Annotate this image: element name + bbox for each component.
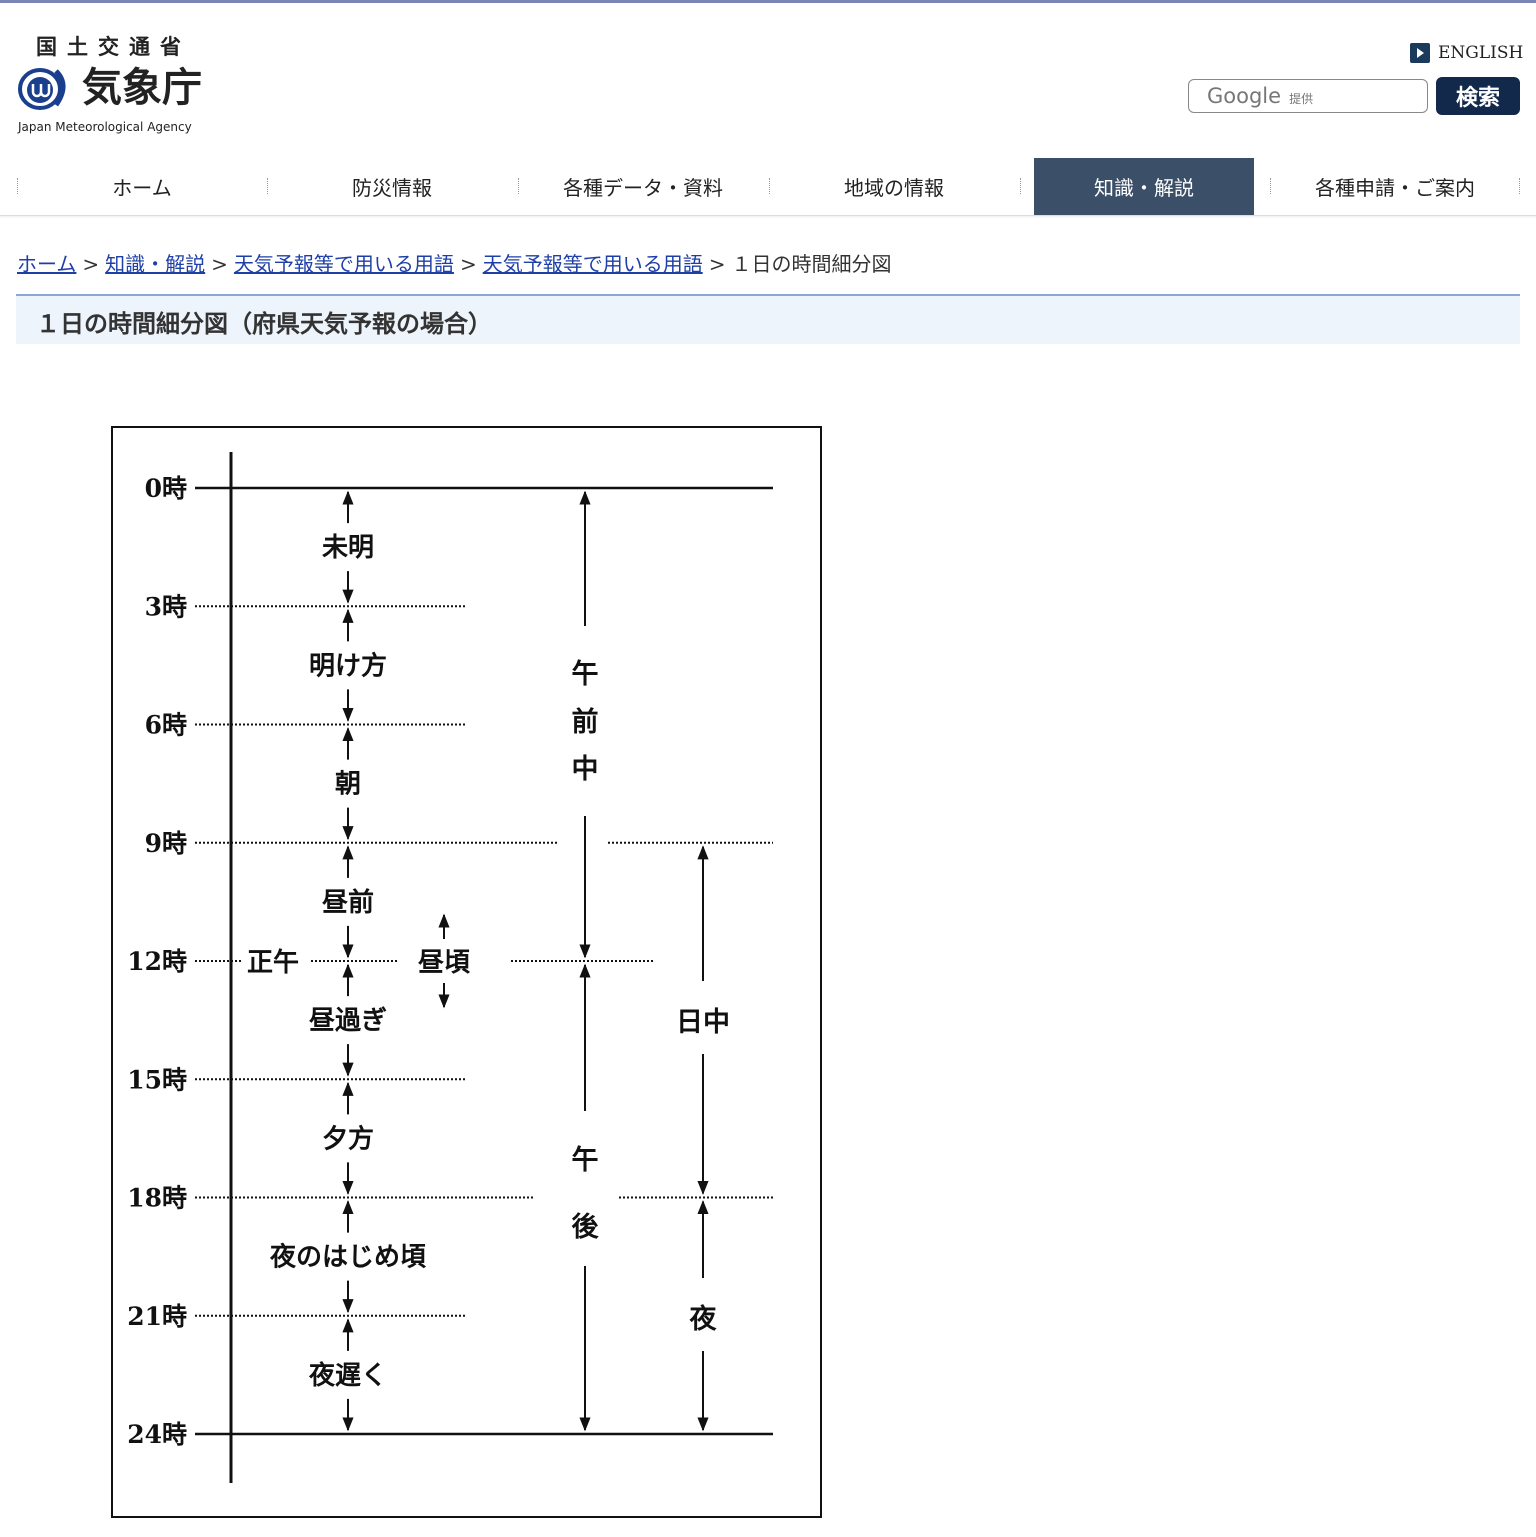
period-label: 昼前 (322, 887, 374, 918)
daytime-label: 日中 (676, 1007, 730, 1038)
diagram-svg: 0時 3時 6時 9時 12時 15時 18時 21時 24時 未明明け方朝昼前昼過ぎ夕方夜のはじ… (111, 426, 822, 1518)
site-header: 国土交通省 気象庁 Japan Meteorological Agency EN… (0, 3, 1536, 155)
title-bar: １日の時間細分図（府県天気予報の場合） (16, 294, 1520, 344)
breadcrumb-separator: > (459, 252, 477, 276)
breadcrumb-link-terms-2[interactable]: 天気予報等で用いる用語 (482, 252, 703, 276)
breadcrumb-separator: > (211, 252, 228, 276)
hour-label: 21時 (127, 1302, 187, 1331)
global-nav: ホーム 防災情報 各種データ・資料 地域の情報 知識・解説 各種申請・ご案内 (0, 158, 1536, 216)
noon-label: 正午 (247, 947, 299, 978)
breadcrumb-separator: > (708, 252, 726, 276)
search-button[interactable]: 検索 (1436, 77, 1520, 115)
am-label-char: 午 (572, 658, 599, 690)
breadcrumb-link-terms[interactable]: 天気予報等で用いる用語 (233, 252, 454, 276)
search-google-label: Google (1207, 84, 1282, 108)
breadcrumb-link-home[interactable]: ホーム (17, 252, 77, 276)
hour-label: 3時 (145, 592, 187, 621)
period-label: 夜遅く (308, 1360, 387, 1391)
breadcrumb: ホーム>知識・解説>天気予報等で用いる用語>天気予報等で用いる用語>１日の時間細… (17, 248, 891, 277)
breadcrumb-current: １日の時間細分図 (731, 252, 892, 276)
hour-label: 6時 (145, 711, 187, 740)
jma-emblem-icon (18, 68, 66, 110)
english-link-label: ENGLISH (1438, 43, 1524, 63)
play-arrow-icon (1410, 43, 1430, 63)
pm-label-char: 午 (572, 1144, 599, 1176)
around-noon-label: 昼頃 (418, 948, 471, 978)
agency-name-english: Japan Meteorological Agency (18, 120, 192, 134)
nav-separator (1519, 178, 1520, 194)
period-label: 明け方 (309, 650, 387, 681)
hour-label: 9時 (145, 829, 187, 858)
hour-label: 12時 (127, 947, 187, 976)
nav-separator (518, 178, 519, 194)
hour-label: 15時 (127, 1065, 187, 1094)
nav-item-disaster-info[interactable]: 防災情報 (352, 176, 432, 200)
breadcrumb-link-knowledge[interactable]: 知識・解説 (105, 252, 206, 276)
nav-item-home[interactable]: ホーム (112, 176, 172, 200)
nav-item-regional-info[interactable]: 地域の情報 (844, 176, 944, 200)
ministry-name: 国土交通省 (36, 35, 191, 59)
hour-label: 18時 (127, 1184, 187, 1213)
night-label: 夜 (689, 1303, 718, 1335)
nav-separator (17, 178, 18, 194)
site-logo[interactable]: 国土交通省 気象庁 Japan Meteorological Agency (16, 31, 216, 141)
nav-separator (1020, 178, 1021, 194)
period-label: 朝 (335, 769, 361, 800)
english-link[interactable]: ENGLISH (1410, 43, 1523, 63)
nav-separator (1270, 178, 1271, 194)
hour-label: 24時 (127, 1420, 187, 1449)
top-accent-bar (0, 0, 1536, 3)
nav-item-applications[interactable]: 各種申請・ご案内 (1315, 176, 1475, 200)
nav-separator (769, 178, 770, 194)
nav-item-knowledge[interactable]: 知識・解説 (1034, 158, 1254, 215)
search-provided-label: 提供 (1289, 91, 1314, 106)
search-input[interactable]: Google 提供 (1188, 79, 1428, 113)
period-label: 未明 (322, 533, 374, 563)
nav-separator (267, 178, 268, 194)
am-label-char: 前 (572, 706, 599, 738)
agency-name: 気象庁 (82, 65, 202, 111)
pm-label-char: 後 (572, 1212, 600, 1243)
period-label: 夕方 (322, 1123, 374, 1154)
period-label: 昼過ぎ (309, 1006, 387, 1036)
period-label: 夜のはじめ頃 (269, 1242, 427, 1273)
breadcrumb-separator: > (82, 252, 100, 276)
am-label-char: 中 (572, 754, 599, 785)
hour-label: 0時 (145, 474, 187, 503)
time-division-diagram: 0時 3時 6時 9時 12時 15時 18時 21時 24時 未明明け方朝昼前昼過ぎ夕方夜のはじ… (111, 426, 822, 1518)
page-title: １日の時間細分図（府県天気予報の場合） (36, 309, 492, 338)
nav-item-data[interactable]: 各種データ・資料 (563, 176, 723, 200)
